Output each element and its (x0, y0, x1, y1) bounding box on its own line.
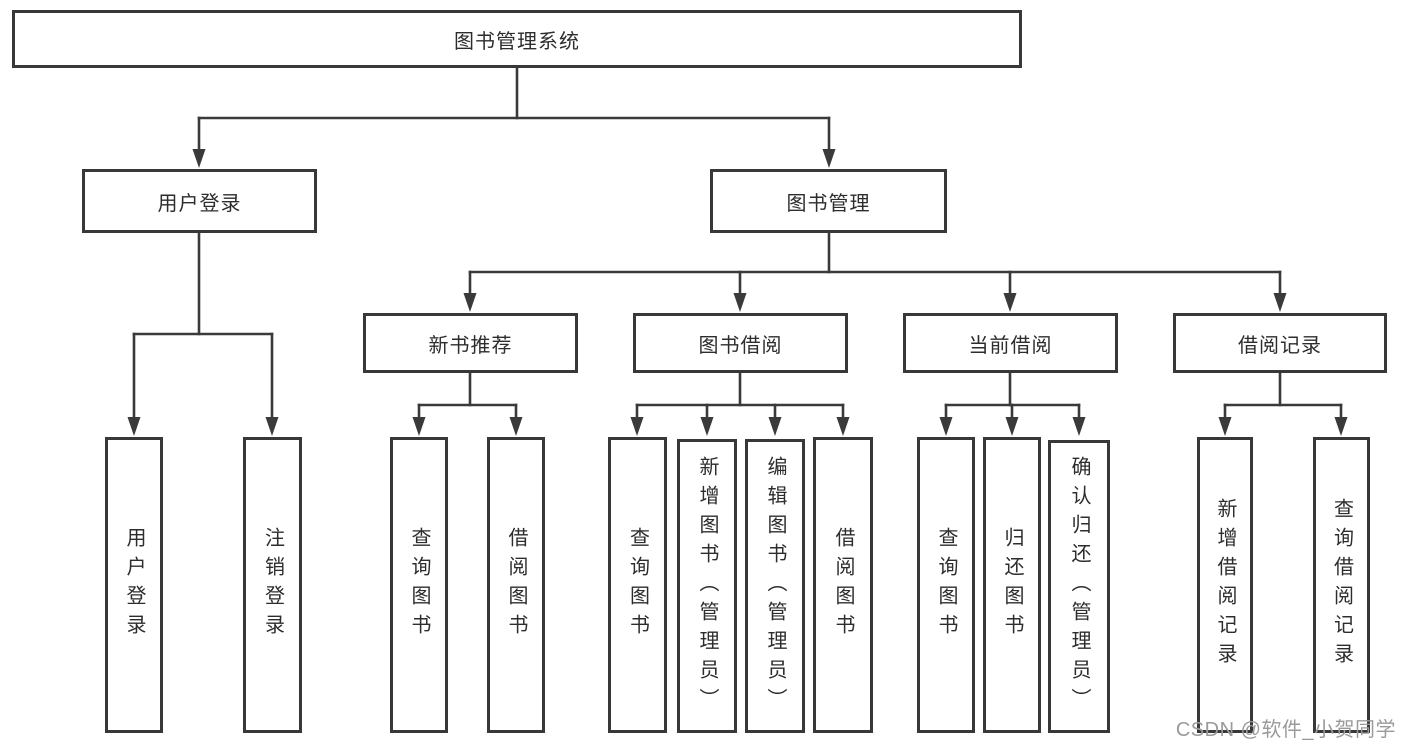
leaf-query-borrow-record-label: 查询借阅记录 (1330, 498, 1353, 672)
leaf-query-books-current: 查询图书 (917, 437, 975, 733)
node-user-login: 用户登录 (82, 169, 317, 233)
leaf-confirm-return-admin-label: 确认归还（管理员） (1068, 456, 1090, 717)
leaf-query-books-recommend: 查询图书 (390, 437, 448, 733)
leaf-return-books-label: 归还图书 (1001, 527, 1023, 643)
leaf-query-borrow-record: 查询借阅记录 (1313, 437, 1370, 733)
node-new-book-recommend: 新书推荐 (363, 313, 578, 373)
node-book-management: 图书管理 (710, 169, 947, 233)
leaf-return-books: 归还图书 (983, 437, 1041, 733)
leaf-add-books-admin-label: 新增图书（管理员） (696, 455, 718, 717)
leaf-user-login-label: 用户登录 (123, 527, 145, 643)
leaf-query-books-recommend-label: 查询图书 (408, 527, 430, 643)
leaf-add-borrow-record-label: 新增借阅记录 (1214, 498, 1236, 672)
leaf-add-borrow-record: 新增借阅记录 (1197, 437, 1253, 733)
node-user-login-label: 用户登录 (157, 192, 242, 215)
node-book-borrowing: 图书借阅 (633, 313, 848, 373)
node-borrowing-records-label: 借阅记录 (1238, 334, 1322, 357)
node-root: 图书管理系统 (12, 10, 1022, 68)
csdn-watermark: CSDN @软件_小贺同学 (1175, 719, 1396, 741)
leaf-add-books-admin: 新增图书（管理员） (677, 439, 737, 733)
leaf-edit-books-admin-label: 编辑图书（管理员） (764, 455, 786, 717)
leaf-query-books-current-label: 查询图书 (935, 527, 957, 643)
node-root-label: 图书管理系统 (454, 30, 580, 53)
node-book-borrowing-label: 图书借阅 (698, 334, 783, 357)
leaf-logout: 注销登录 (243, 437, 302, 733)
leaf-confirm-return-admin: 确认归还（管理员） (1048, 440, 1110, 733)
leaf-query-books-borrowing: 查询图书 (608, 437, 667, 733)
leaf-borrow-books-borrowing-label: 借阅图书 (832, 527, 854, 643)
node-new-book-recommend-label: 新书推荐 (428, 334, 513, 357)
node-current-borrowing-label: 当前借阅 (968, 334, 1053, 357)
leaf-borrow-books-borrowing: 借阅图书 (813, 437, 873, 733)
node-book-management-label: 图书管理 (786, 192, 871, 215)
leaf-borrow-books-recommend: 借阅图书 (487, 437, 545, 733)
leaf-query-books-borrowing-label: 查询图书 (626, 527, 649, 643)
node-borrowing-records: 借阅记录 (1173, 313, 1387, 373)
leaf-logout-label: 注销登录 (261, 527, 284, 643)
leaf-user-login: 用户登录 (105, 437, 163, 733)
leaf-edit-books-admin: 编辑图书（管理员） (745, 439, 805, 733)
leaf-borrow-books-recommend-label: 借阅图书 (505, 527, 527, 643)
node-current-borrowing: 当前借阅 (903, 313, 1118, 373)
